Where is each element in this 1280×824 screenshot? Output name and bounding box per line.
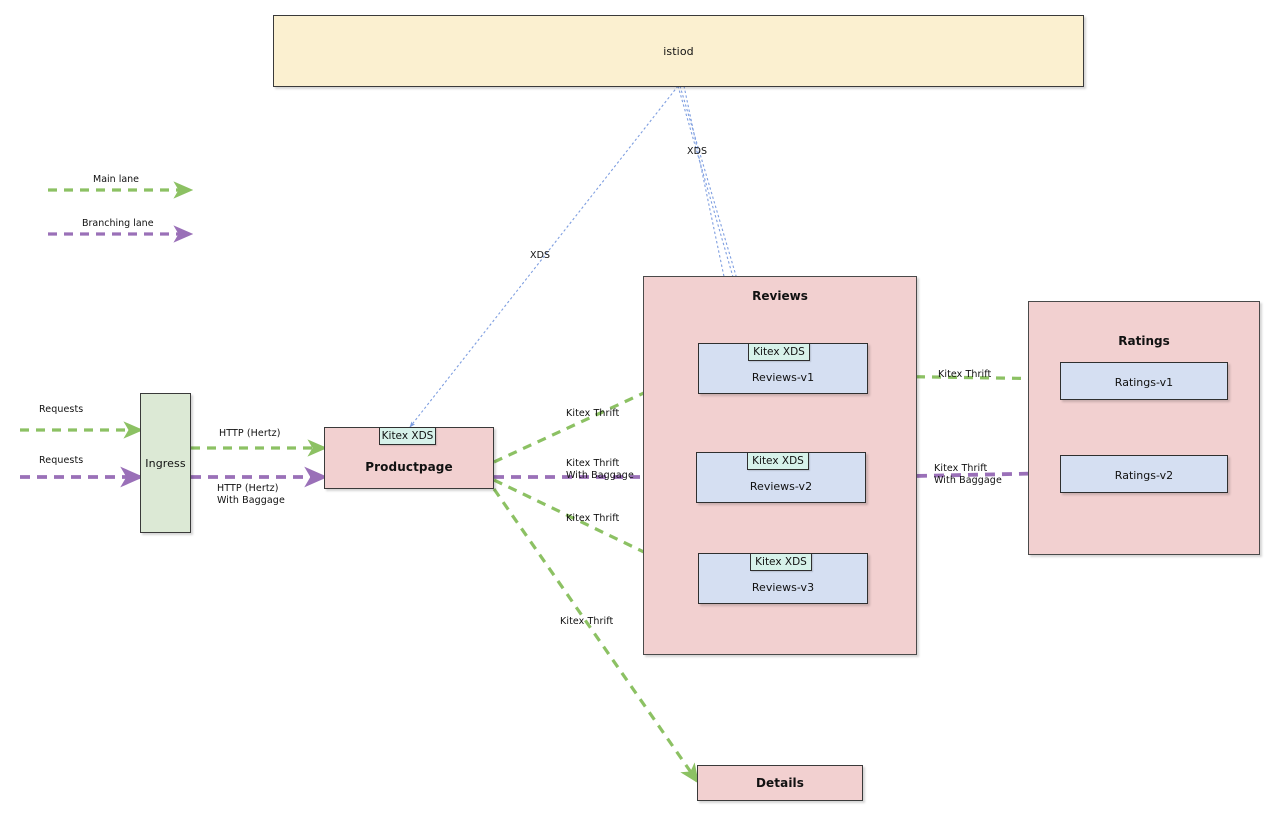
- edge-label-productpage-to-reviews-v2: Kitex Thrift With Baggage: [566, 458, 634, 481]
- node-details[interactable]: Details: [697, 765, 863, 801]
- node-ratings-v1[interactable]: Ratings-v1: [1060, 362, 1228, 400]
- reviews-v1-label: Reviews-v1: [751, 371, 815, 384]
- node-ingress[interactable]: Ingress: [140, 393, 191, 533]
- istiod-label: istiod: [663, 44, 694, 58]
- ratings-v1-label: Ratings-v1: [1114, 376, 1174, 389]
- details-label: Details: [755, 776, 804, 790]
- reviews-v2-label: Reviews-v2: [749, 480, 813, 493]
- edge-label-http-hertz-baggage: HTTP (Hertz) With Baggage: [217, 483, 285, 506]
- edge-label-productpage-to-reviews-v1: Kitex Thrift: [566, 408, 620, 419]
- reviews-v2-kitex-xds-chip[interactable]: Kitex XDS: [747, 452, 809, 470]
- edge-label-productpage-to-reviews-v3: Kitex Thrift: [566, 513, 620, 524]
- group-ratings: Ratings: [1028, 301, 1260, 555]
- reviews-v3-kitex-xds-chip[interactable]: Kitex XDS: [750, 553, 812, 571]
- edge-label-http-hertz: HTTP (Hertz): [219, 428, 281, 439]
- edge-label-requests-branch: Requests: [39, 455, 84, 466]
- node-istiod[interactable]: istiod: [273, 15, 1084, 87]
- node-ratings-v2[interactable]: Ratings-v2: [1060, 455, 1228, 493]
- reviews-v3-label: Reviews-v3: [751, 581, 815, 594]
- edge-label-reviews-to-ratings-v1: Kitex Thrift: [938, 369, 992, 380]
- edge-label-reviews-to-ratings-v2: Kitex Thrift With Baggage: [934, 463, 1002, 486]
- edge-label-productpage-to-details: Kitex Thrift: [560, 616, 614, 627]
- productpage-kitex-xds-chip[interactable]: Kitex XDS: [379, 427, 436, 445]
- edge-label-requests-main: Requests: [39, 404, 84, 415]
- ratings-v2-label: Ratings-v2: [1114, 469, 1174, 482]
- edge-label-xds-left: XDS: [530, 250, 551, 261]
- ratings-group-title: Ratings: [1118, 334, 1170, 348]
- legend-label-branching-lane: Branching lane: [82, 218, 154, 229]
- ingress-label: Ingress: [145, 456, 186, 470]
- reviews-group-title: Reviews: [752, 289, 808, 303]
- productpage-label: Productpage: [365, 460, 453, 474]
- legend-label-main-lane: Main lane: [93, 174, 140, 185]
- reviews-v1-kitex-xds-chip[interactable]: Kitex XDS: [748, 343, 810, 361]
- edge-label-xds-right: XDS: [687, 146, 708, 157]
